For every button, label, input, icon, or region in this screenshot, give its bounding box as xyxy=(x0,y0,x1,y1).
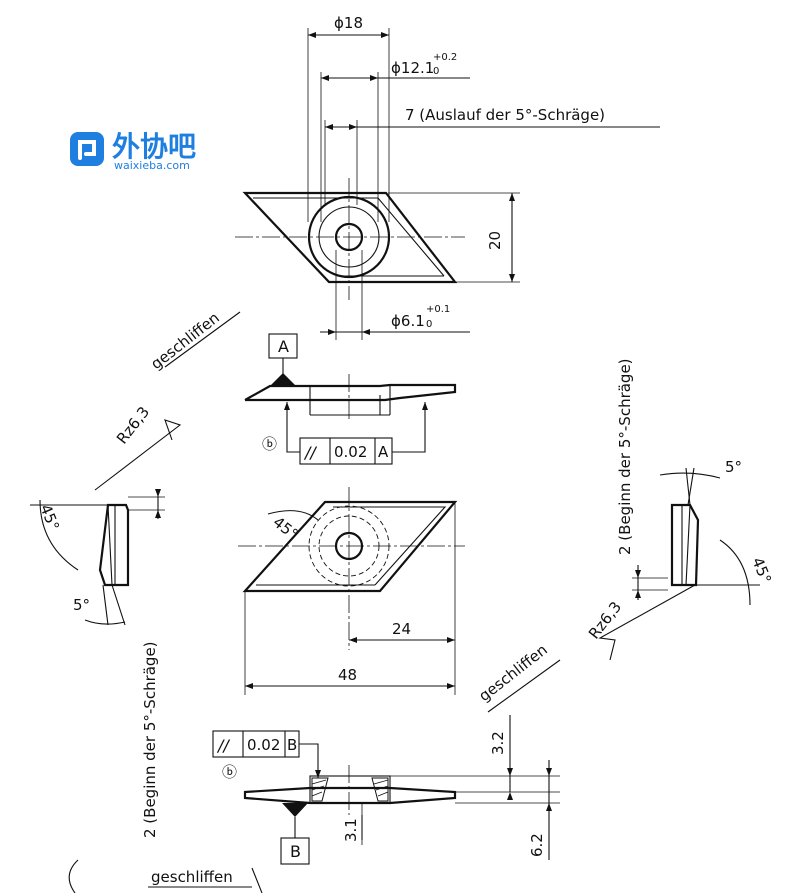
watermark-logo: 外协吧 waixieba.com xyxy=(70,130,196,172)
dim-dia-12-1-tol-upper: +0.2 xyxy=(433,52,457,63)
dim-dia-12-1-tol-lower: 0 xyxy=(433,66,439,77)
right-begin-note: 2 (Beginn der 5°-Schräge) xyxy=(616,358,634,555)
note-auslauf: 7 (Auslauf der 5°-Schräge) xyxy=(405,106,605,124)
left-finish-label: geschliffen xyxy=(147,309,222,374)
dim-3-1: 3.1 xyxy=(342,818,360,842)
tol-b-symbol: // xyxy=(216,736,230,755)
circle-mark-b: ⓑ xyxy=(222,763,237,781)
tol-b-datum: B xyxy=(287,736,297,754)
tol-a-value: 0.02 xyxy=(334,443,367,461)
angle-45-bottom: 45° xyxy=(270,513,302,544)
tol-b-value: 0.02 xyxy=(247,736,280,754)
dim-dia-6-1: ϕ6.1 xyxy=(391,312,425,330)
tol-a-datum: A xyxy=(378,443,389,461)
side-view-a: A // 0.02 A ⓑ xyxy=(244,333,457,465)
left-detail: geschliffen Rz6,3 45° 5° 2 (Beginn der 5… xyxy=(30,309,241,838)
right-angle-5: 5° xyxy=(725,458,742,476)
left-begin-note: 2 (Beginn der 5°-Schräge) xyxy=(141,641,159,838)
left-angle-5: 5° xyxy=(73,596,90,614)
dim-dia-12-1: ϕ12.1 xyxy=(391,59,434,77)
top-view: ϕ18 ϕ12.1 +0.2 0 7 (Auslauf der 5°-Schrä… xyxy=(235,14,660,340)
bottom-detail: geschliffen xyxy=(68,859,263,893)
dim-24: 24 xyxy=(392,620,411,638)
logo-icon xyxy=(70,132,104,166)
logo-icon-glyph xyxy=(78,140,96,160)
right-angle-45: 45° xyxy=(748,555,775,586)
side-view-b: // 0.02 B ⓑ B 3.2 6.2 xyxy=(212,715,560,865)
datum-b-label: B xyxy=(290,842,301,861)
left-angle-45: 45° xyxy=(36,502,63,533)
dim-48: 48 xyxy=(338,666,357,684)
logo-url-text: waixieba.com xyxy=(114,159,190,172)
right-detail: 2 (Beginn der 5°-Schräge) 5° 45° Rz6,3 g… xyxy=(475,358,775,713)
right-finish-label: geschliffen xyxy=(475,641,550,706)
dim-height-20: 20 xyxy=(486,231,504,250)
circle-mark-a: ⓑ xyxy=(262,435,277,453)
left-roughness: Rz6,3 xyxy=(113,403,153,447)
datum-a-label: A xyxy=(278,337,289,356)
tol-a-symbol: // xyxy=(303,443,317,462)
dim-dia-6-1-tol-upper: +0.1 xyxy=(426,304,450,315)
bottom-view: 45° 24 48 xyxy=(238,487,465,695)
dim-3-2: 3.2 xyxy=(489,731,507,755)
bottom-finish-label: geschliffen xyxy=(151,868,233,886)
logo-brand-text: 外协吧 xyxy=(112,130,196,163)
dim-dia-6-1-tol-lower: 0 xyxy=(426,319,432,330)
dim-6-2: 6.2 xyxy=(528,833,546,857)
dim-dia-18: ϕ18 xyxy=(334,14,363,32)
